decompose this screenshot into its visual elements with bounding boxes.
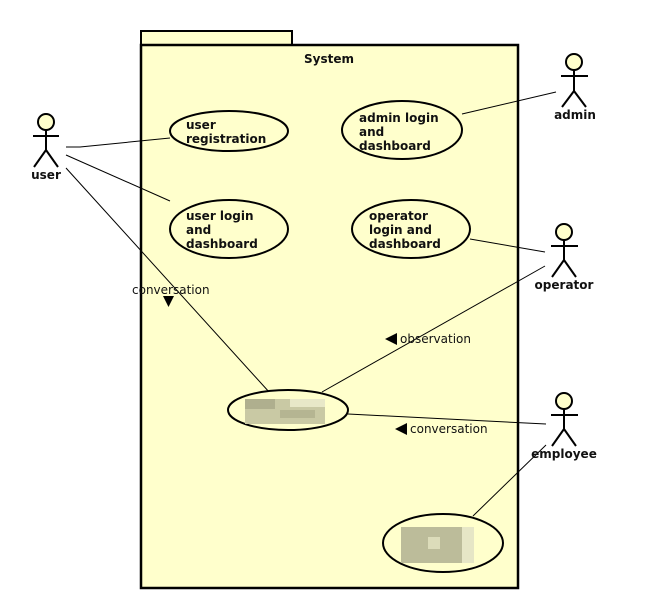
assoc-user-login[interactable] <box>65 154 171 202</box>
arrow-down-icon <box>163 296 174 307</box>
assoc-employee-usecase[interactable] <box>472 444 547 517</box>
redacted-pixel <box>280 410 315 418</box>
actor-head-icon <box>37 113 55 131</box>
arrow-left-icon <box>385 333 397 345</box>
use-case-label: operator <box>369 209 428 223</box>
redacted-pixel <box>462 527 474 563</box>
package-tab <box>140 30 293 46</box>
package-title: System <box>304 52 354 66</box>
use-case-label: user <box>186 118 216 132</box>
assoc-label-observation: observation <box>400 332 471 346</box>
assoc-admin-login[interactable] <box>461 91 557 115</box>
redacted-pixel <box>290 399 325 407</box>
use-case-user-login[interactable]: user login and dashboard <box>169 199 289 259</box>
use-case-label: login and <box>369 223 432 237</box>
actor-head-icon <box>565 53 583 71</box>
assoc-employee-conversation[interactable] <box>347 413 547 425</box>
redacted-pixel <box>428 537 440 549</box>
use-case-label: dashboard <box>186 237 258 251</box>
actor-admin[interactable]: admin <box>554 53 596 122</box>
associations <box>65 91 557 517</box>
actor-label: operator <box>535 278 594 292</box>
assoc-label-employee-conversation: conversation <box>410 422 488 436</box>
assoc-user-conversation[interactable] <box>65 167 271 394</box>
use-case-label: registration <box>186 132 266 146</box>
use-case-conversation-redacted[interactable] <box>227 389 349 431</box>
use-case-admin-login[interactable]: admin login and dashboard <box>341 100 463 160</box>
use-case-label: and <box>186 223 211 237</box>
actor-head-icon <box>555 223 573 241</box>
use-case-label: dashboard <box>359 139 431 153</box>
actor-operator[interactable]: operator <box>535 223 594 292</box>
actor-label: user <box>31 168 61 182</box>
use-case-user-registration[interactable]: user registration <box>169 110 289 152</box>
actor-label: employee <box>531 447 597 461</box>
use-case-label: dashboard <box>369 237 441 251</box>
assoc-label-user-conversation: conversation <box>132 283 210 297</box>
use-case-label: admin login <box>359 111 439 125</box>
arrow-left-icon <box>395 423 407 435</box>
actor-head-icon <box>555 392 573 410</box>
assoc-operator-login[interactable] <box>469 238 546 253</box>
actor-user[interactable]: user <box>31 113 61 182</box>
redacted-pixel <box>245 399 275 409</box>
use-case-label: and <box>359 125 384 139</box>
use-case-label: user login <box>186 209 254 223</box>
use-case-operator-login[interactable]: operator login and dashboard <box>351 199 471 259</box>
actor-employee[interactable]: employee <box>531 392 597 461</box>
actor-label: admin <box>554 108 596 122</box>
assoc-user-registration[interactable] <box>66 137 171 148</box>
use-case-employee-redacted[interactable] <box>382 513 504 573</box>
assoc-operator-observation[interactable] <box>321 265 546 393</box>
